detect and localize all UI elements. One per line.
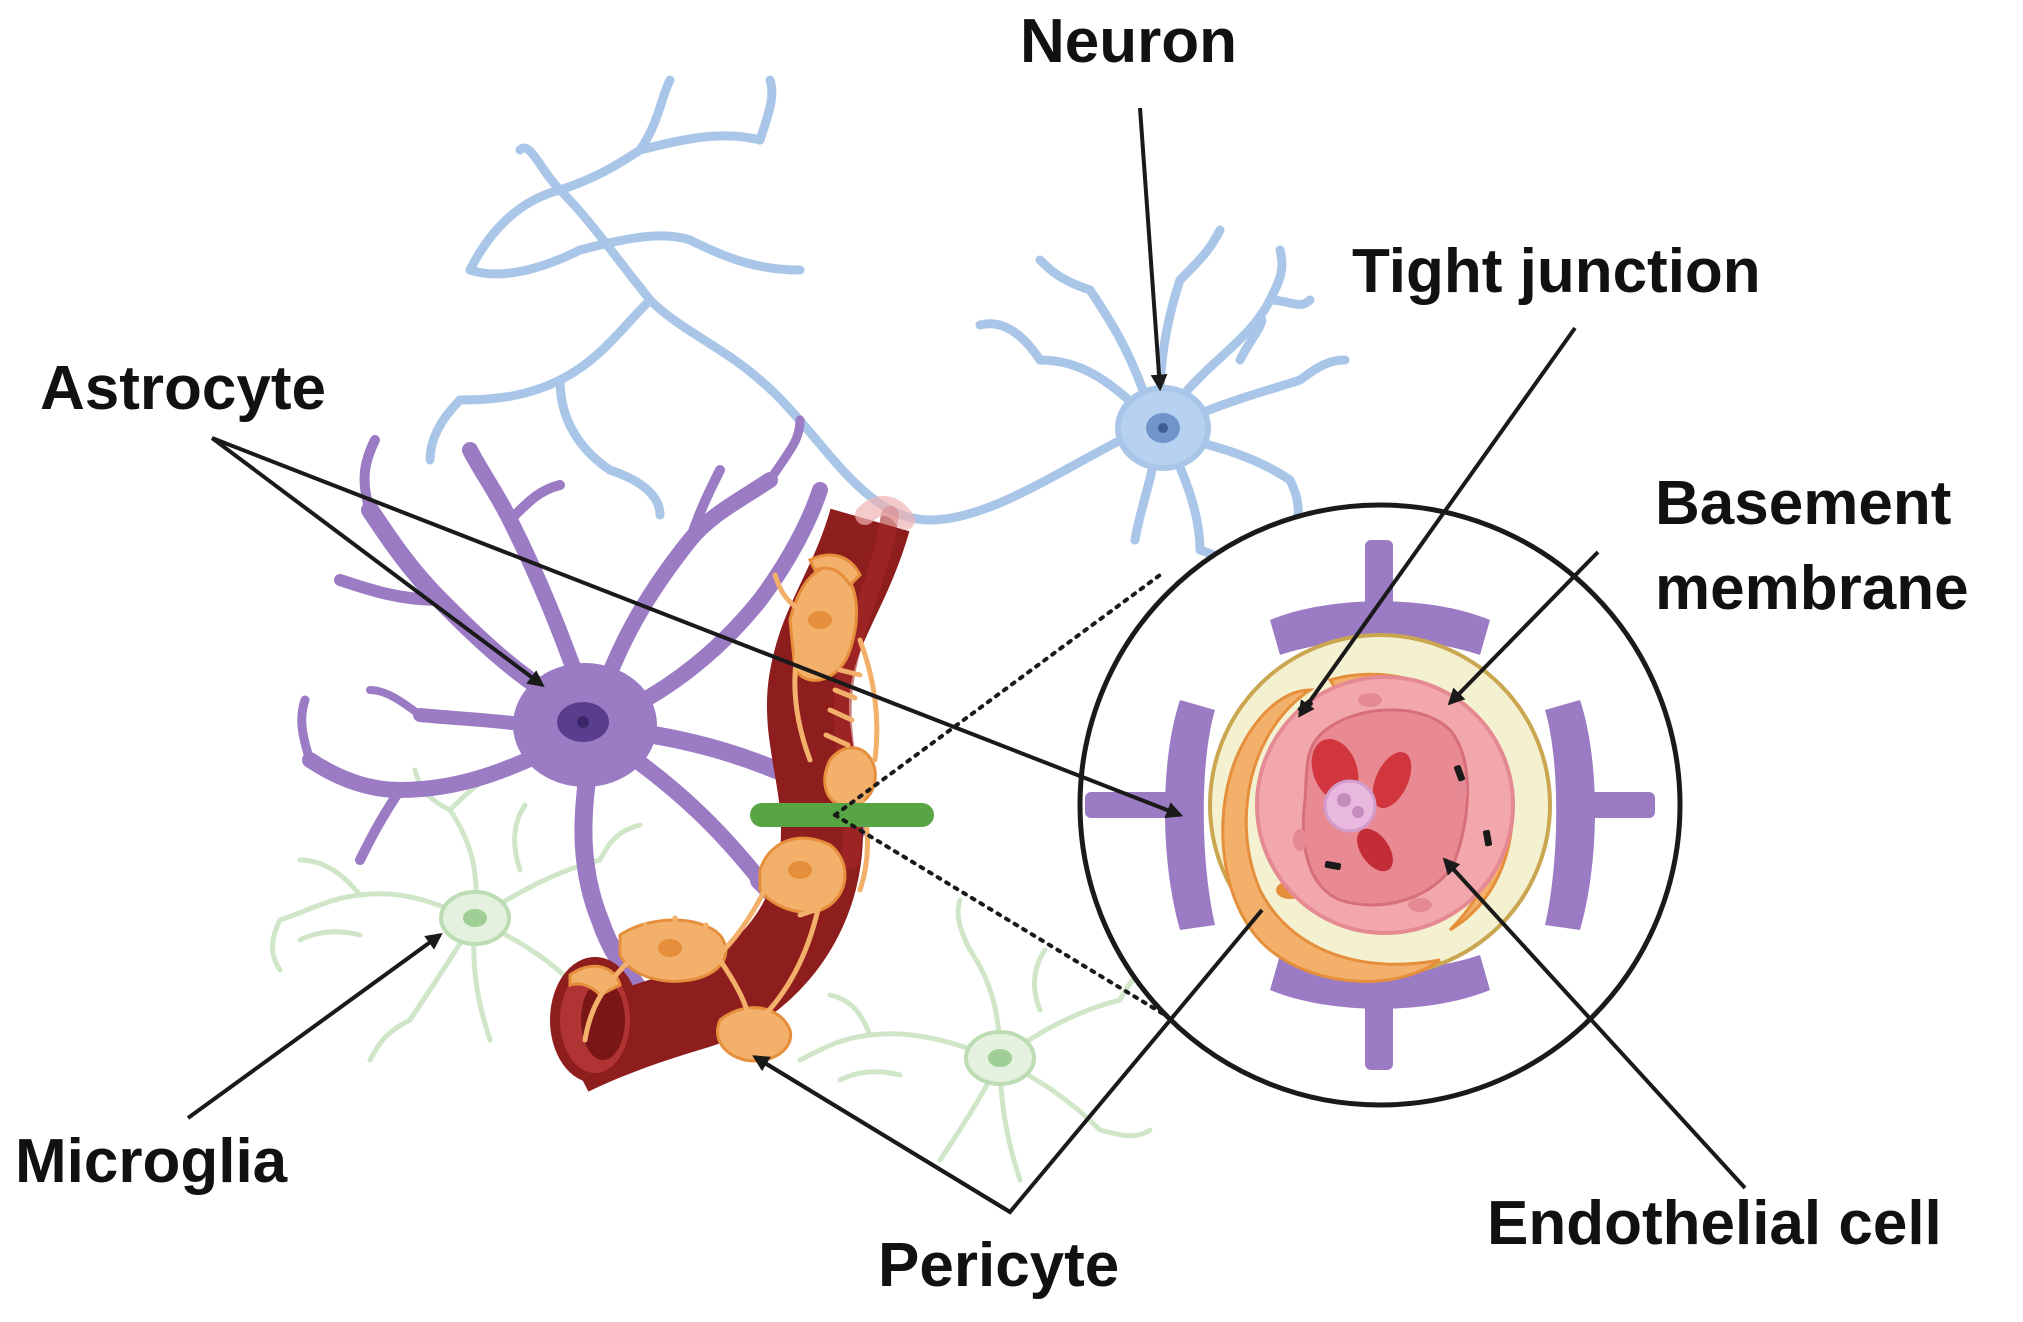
neuron-dendrite <box>1175 225 1225 285</box>
neuron-terminal <box>555 375 615 475</box>
neuron-terminal <box>555 145 645 195</box>
cross-section-pericyte <box>1221 688 1441 983</box>
pericyte-nucleus <box>788 861 812 879</box>
vessel-lumen <box>581 980 625 1060</box>
label-neuron: Neuron <box>1020 7 1237 76</box>
pointer-arrows <box>186 107 1747 1215</box>
label-basement-membrane-line1: Basement <box>1655 469 1952 538</box>
red-blood-cell <box>1357 828 1393 872</box>
neuron-dendrite <box>1295 355 1350 385</box>
neuron-terminal <box>635 75 675 155</box>
arrow-pericyte-vessel <box>753 1055 1012 1214</box>
arrow-tight-junction <box>1298 326 1577 718</box>
label-astrocyte: Astrocyte <box>40 354 326 423</box>
zoom-guide-line-bottom <box>833 813 1167 1017</box>
neuron-terminal <box>425 395 465 465</box>
endothelial-nucleus <box>1293 829 1307 851</box>
arrow-neuron <box>1138 107 1168 392</box>
neuron-terminal <box>465 185 565 275</box>
label-endothelial-cell: Endothelial cell <box>1487 1189 1942 1258</box>
endothelial-nucleus <box>1453 778 1467 802</box>
neuron-terminal <box>685 235 805 275</box>
neuron-terminal <box>515 143 655 305</box>
pericyte-processes <box>582 572 880 1043</box>
neuron-dendrite <box>975 319 1045 365</box>
neuron-dendrite <box>1265 295 1315 309</box>
neuron-dendrite <box>1170 295 1275 410</box>
neuron-terminal <box>635 131 765 155</box>
neuron-terminal <box>465 245 585 279</box>
neuron-dendrite <box>1170 450 1205 555</box>
arrow-microglia <box>186 933 443 1120</box>
cross-section-endfeet <box>1085 540 1655 1070</box>
label-tight-junction: Tight junction <box>1352 237 1761 306</box>
label-basement-membrane-line2: membrane <box>1655 554 1969 623</box>
neuron-dendrite <box>1235 315 1267 365</box>
leukocyte <box>1323 779 1377 833</box>
pericyte-nucleus <box>808 611 832 629</box>
arrow-endothelial-cell <box>1442 857 1747 1190</box>
neuron-dendrite <box>1265 245 1287 305</box>
endothelial-nucleus <box>1408 898 1432 912</box>
leukocyte-nucleus <box>1337 793 1351 807</box>
arrow-basement-membrane <box>1447 550 1600 706</box>
neuron-terminal <box>575 231 695 255</box>
neuron-dendrite <box>1035 255 1095 295</box>
neuron-terminal <box>755 75 777 145</box>
neuron-nucleolus <box>1158 423 1168 433</box>
endothelial-nucleus <box>1358 693 1382 707</box>
neuron-dendrite <box>1155 275 1185 405</box>
pericyte-nucleus <box>658 939 682 957</box>
astrocyte-nucleolus <box>577 716 589 728</box>
neuron-terminal <box>605 465 665 520</box>
neuron <box>425 75 1350 580</box>
label-pericyte: Pericyte <box>878 1231 1120 1300</box>
arrow-astrocyte-cell <box>210 436 545 688</box>
neuron-terminal <box>455 295 655 405</box>
red-blood-cell <box>1372 751 1412 809</box>
label-microglia: Microglia <box>15 1127 288 1196</box>
leukocyte-nucleus <box>1352 806 1364 818</box>
microglia-right-nucleus <box>988 1049 1012 1067</box>
neuron-axon <box>645 295 1145 525</box>
microglia-left-nucleus <box>463 909 487 927</box>
arrow-astrocyte-endfoot <box>211 436 1184 818</box>
zoom-guide-line-top <box>833 573 1162 817</box>
